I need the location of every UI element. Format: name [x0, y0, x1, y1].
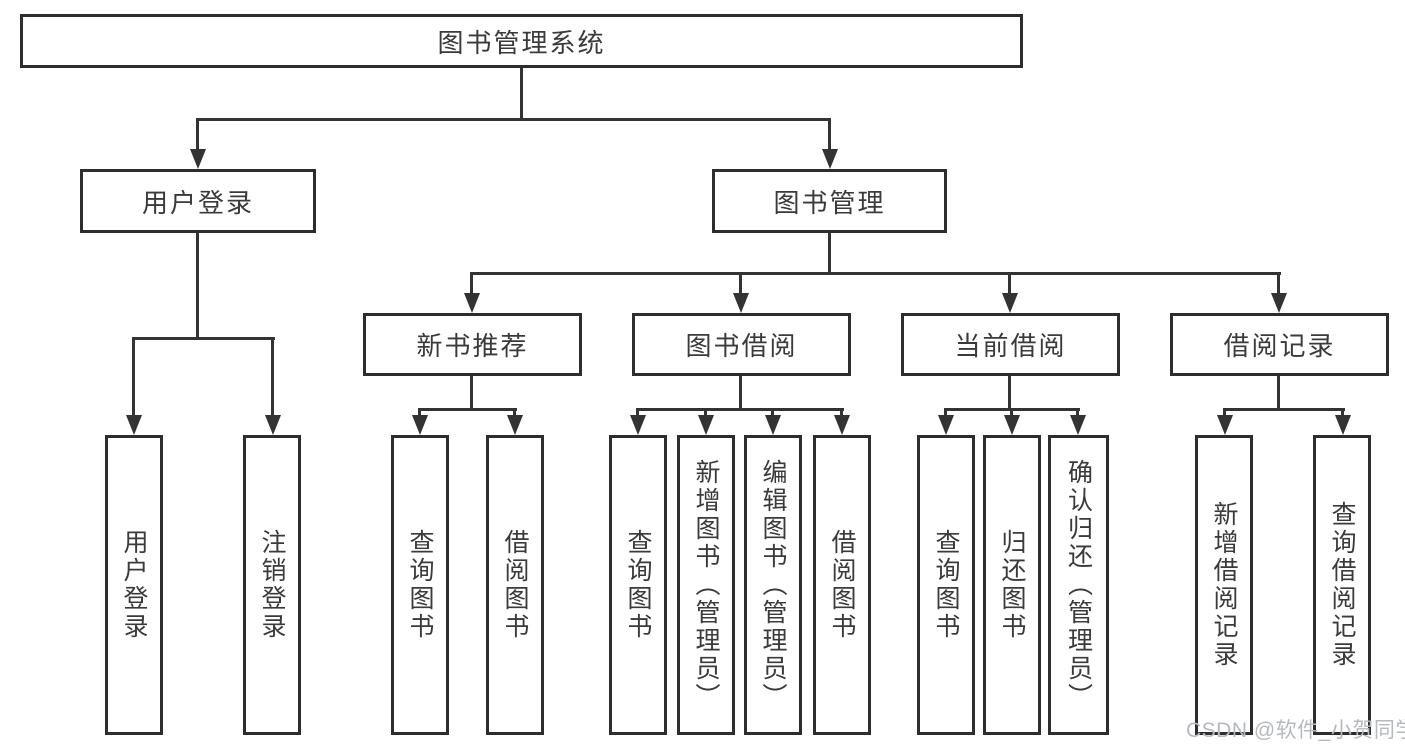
- node-label: 用户登录: [141, 187, 254, 218]
- leaf-query-books-recommend: 查询图书: [391, 435, 449, 735]
- node-label: 借阅图书: [828, 529, 856, 641]
- node-book-management: 图书管理: [712, 169, 947, 233]
- connector-line: [1223, 408, 1345, 411]
- node-label: 新增图书（管理员）: [692, 459, 720, 711]
- arrow-down-icon: [412, 415, 428, 435]
- arrow-down-icon: [1002, 293, 1018, 313]
- connector-line: [1341, 408, 1344, 418]
- node-label: 图书管理系统: [437, 27, 606, 58]
- leaf-user-login: 用户登录: [105, 435, 163, 735]
- arrow-down-icon: [630, 415, 646, 435]
- arrow-down-icon: [507, 415, 523, 435]
- connector-line: [828, 118, 831, 152]
- node-label: 查询图书: [406, 529, 434, 641]
- node-label: 归还图书: [998, 529, 1026, 641]
- arrow-down-icon: [1070, 415, 1086, 435]
- arrow-down-icon: [938, 415, 954, 435]
- connector-line: [470, 272, 1281, 275]
- leaf-return-books: 归还图书: [983, 435, 1041, 735]
- arrow-down-icon: [1335, 415, 1351, 435]
- node-label: 图书管理: [773, 187, 886, 218]
- connector-line: [418, 408, 517, 411]
- node-new-book-recommend: 新书推荐: [363, 313, 582, 376]
- leaf-add-books-admin: 新增图书（管理员）: [677, 435, 735, 735]
- node-label: 编辑图书（管理员）: [759, 459, 787, 711]
- connector-line: [470, 376, 473, 411]
- leaf-query-borrow-record: 查询借阅记录: [1313, 435, 1371, 735]
- arrow-down-icon: [765, 415, 781, 435]
- node-current-borrowing: 当前借阅: [901, 313, 1120, 376]
- node-library-management-system: 图书管理系统: [20, 14, 1023, 68]
- arrow-down-icon: [834, 415, 850, 435]
- connector-line: [944, 408, 947, 418]
- leaf-borrow-books-borrowing: 借阅图书: [813, 435, 871, 735]
- node-label: 查询图书: [624, 529, 652, 641]
- node-label: 确认归还（管理员）: [1064, 459, 1093, 711]
- connector-line: [840, 408, 843, 418]
- arrow-down-icon: [126, 415, 142, 435]
- connector-line: [1223, 408, 1226, 418]
- leaf-query-books-borrowing: 查询图书: [609, 435, 667, 735]
- node-label: 新增借阅记录: [1210, 501, 1238, 669]
- connector-line: [739, 272, 742, 298]
- node-label: 当前借阅: [954, 331, 1067, 361]
- node-label: 查询图书: [932, 529, 960, 641]
- connector-line: [1008, 272, 1011, 298]
- connector-line: [513, 408, 516, 418]
- arrow-down-icon: [698, 415, 714, 435]
- connector-line: [1010, 408, 1013, 418]
- connector-line: [739, 376, 742, 411]
- connector-line: [1008, 376, 1011, 411]
- connector-line: [1277, 272, 1280, 298]
- connector-line: [418, 408, 421, 418]
- arrow-down-icon: [1217, 415, 1233, 435]
- connector-line: [196, 118, 199, 152]
- node-book-borrowing: 图书借阅: [632, 313, 851, 376]
- arrow-down-icon: [265, 415, 281, 435]
- connector-line: [1277, 376, 1280, 411]
- node-user-login: 用户登录: [80, 169, 316, 233]
- node-label: 图书借阅: [685, 331, 798, 361]
- arrow-down-icon: [190, 149, 206, 169]
- arrow-down-icon: [1271, 293, 1287, 313]
- connector-line: [828, 233, 831, 275]
- arrow-down-icon: [733, 293, 749, 313]
- csdn-watermark: CSDN @软件_小贺同学: [1186, 719, 1405, 742]
- node-label: 查询借阅记录: [1328, 501, 1356, 669]
- connector-line: [132, 337, 135, 418]
- arrow-down-icon: [464, 293, 480, 313]
- connector-line: [470, 272, 473, 298]
- connector-line: [196, 118, 831, 121]
- node-label: 注销登录: [258, 529, 286, 641]
- connector-line: [520, 68, 523, 118]
- node-label: 新书推荐: [416, 331, 529, 361]
- connector-line: [704, 408, 707, 418]
- connector-line: [636, 408, 844, 411]
- connector-line: [1076, 408, 1079, 418]
- connector-line: [636, 408, 639, 418]
- node-label: 用户登录: [120, 529, 148, 641]
- connector-line: [771, 408, 774, 418]
- leaf-confirm-return-admin: 确认归还（管理员）: [1048, 435, 1109, 735]
- node-borrowing-records: 借阅记录: [1170, 313, 1389, 376]
- leaf-edit-books-admin: 编辑图书（管理员）: [744, 435, 802, 735]
- leaf-query-books-current: 查询图书: [917, 435, 975, 735]
- connector-line: [271, 337, 274, 418]
- arrow-down-icon: [822, 149, 838, 169]
- leaf-borrow-books-recommend: 借阅图书: [486, 435, 544, 735]
- leaf-add-borrow-record: 新增借阅记录: [1195, 435, 1253, 735]
- connector-line: [196, 233, 199, 340]
- node-label: 借阅记录: [1223, 331, 1336, 361]
- node-label: 借阅图书: [501, 529, 529, 641]
- arrow-down-icon: [1004, 415, 1020, 435]
- leaf-logout: 注销登录: [243, 435, 301, 735]
- connector-line: [132, 337, 275, 340]
